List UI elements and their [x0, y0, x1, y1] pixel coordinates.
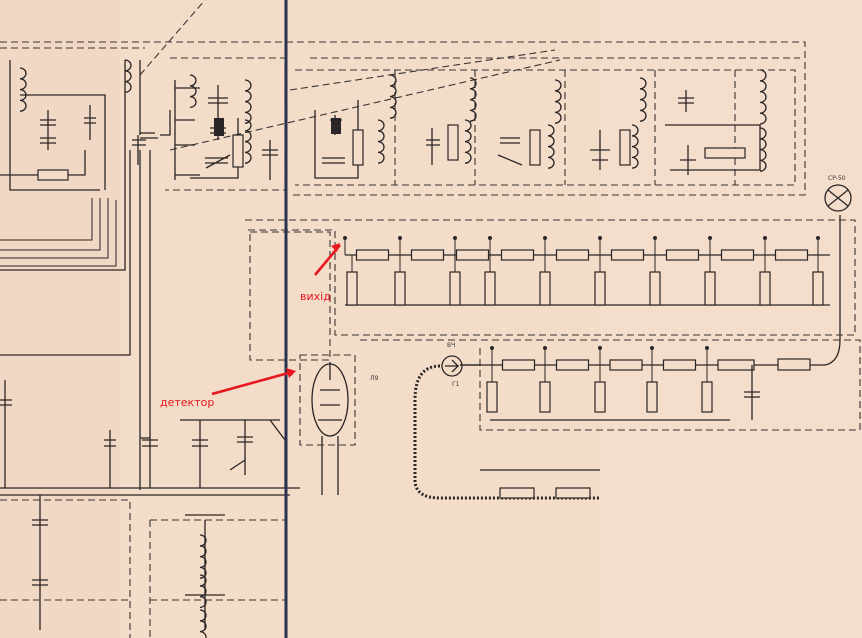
coil-symbol — [189, 74, 197, 109]
tap-terminal — [650, 346, 654, 350]
coil-symbol — [19, 67, 27, 112]
stage-two — [132, 60, 278, 490]
coil-symbol — [469, 77, 477, 122]
coil-symbol — [124, 59, 132, 94]
tap-terminal — [543, 236, 547, 240]
series-resistor — [410, 249, 445, 261]
coil-symbol — [199, 609, 207, 638]
tap-terminal — [763, 236, 767, 240]
coil-symbol — [547, 124, 555, 169]
coil-symbol — [389, 74, 397, 119]
shunt-resistor — [649, 271, 661, 306]
svg-text:СР-50: СР-50 — [828, 175, 846, 182]
series-resistor — [774, 249, 809, 261]
attenuator-block — [245, 219, 856, 361]
coil-symbol — [631, 124, 639, 169]
shunt-resistor — [394, 271, 406, 306]
shunt-resistor — [759, 271, 771, 306]
lower-attenuator-block — [360, 215, 861, 431]
tap-terminal — [453, 236, 457, 240]
tap-terminal — [543, 346, 547, 350]
series-resistor — [665, 249, 700, 261]
bottom-coils — [199, 534, 207, 638]
series-resistor — [720, 249, 755, 261]
detector-tube: Л9 — [299, 354, 379, 495]
series-resistor — [500, 249, 535, 261]
tap-terminal — [653, 236, 657, 240]
coil-symbol — [639, 77, 647, 122]
coil-symbol — [244, 79, 252, 124]
annotation-arrows — [211, 243, 341, 396]
shunt-resistor — [812, 271, 824, 306]
svg-text:ВЧ: ВЧ — [447, 342, 455, 349]
shunt-resistor — [486, 381, 498, 413]
shunt-resistor — [594, 381, 606, 413]
tap-terminal — [598, 346, 602, 350]
output-annotation: вихід — [300, 290, 331, 303]
tap-terminal — [398, 236, 402, 240]
left-oscillator-block — [0, 60, 131, 356]
tap-terminal — [816, 236, 820, 240]
coil-symbol — [244, 119, 252, 164]
input-connector: ВЧ Г1 — [413, 342, 600, 500]
series-resistor — [555, 249, 590, 261]
tap-terminal — [705, 346, 709, 350]
svg-text:Л9: Л9 — [370, 375, 379, 382]
detector-annotation: детектор — [160, 396, 214, 409]
shunt-resistor — [646, 381, 658, 413]
coil-symbol — [377, 119, 385, 164]
series-resistor — [610, 249, 645, 261]
shunt-resistor — [594, 271, 606, 306]
shunt-resistor — [701, 381, 713, 413]
tuner-components — [314, 90, 761, 179]
series-resistor — [662, 359, 697, 371]
series-resistor — [455, 249, 490, 261]
coil-symbol — [199, 574, 207, 609]
series-resistor — [609, 359, 643, 371]
shunt-resistor — [449, 271, 461, 306]
tap-terminal — [708, 236, 712, 240]
detector-arrow — [211, 370, 293, 396]
coil-symbol — [759, 69, 767, 125]
series-resistor — [555, 359, 590, 371]
coil-symbol — [554, 79, 562, 124]
series-resistor — [717, 359, 755, 371]
tap-terminal — [598, 236, 602, 240]
coil-symbol — [464, 119, 472, 164]
bottom-bus — [0, 380, 300, 638]
coil-symbol — [199, 534, 207, 579]
shunt-resistor — [539, 271, 551, 306]
series-resistor — [501, 359, 536, 371]
shunt-resistor — [539, 381, 551, 413]
tap-terminal — [343, 236, 347, 240]
shunt-resistor — [346, 271, 358, 306]
tap-terminal — [490, 346, 494, 350]
shunt-resistor — [704, 271, 716, 306]
tap-terminal — [488, 236, 492, 240]
series-resistor — [355, 249, 390, 261]
tuned-coils — [19, 59, 767, 172]
svg-text:Г1: Г1 — [452, 381, 460, 388]
shunt-resistor — [484, 271, 496, 306]
output-connector: СР-50 — [824, 175, 852, 212]
